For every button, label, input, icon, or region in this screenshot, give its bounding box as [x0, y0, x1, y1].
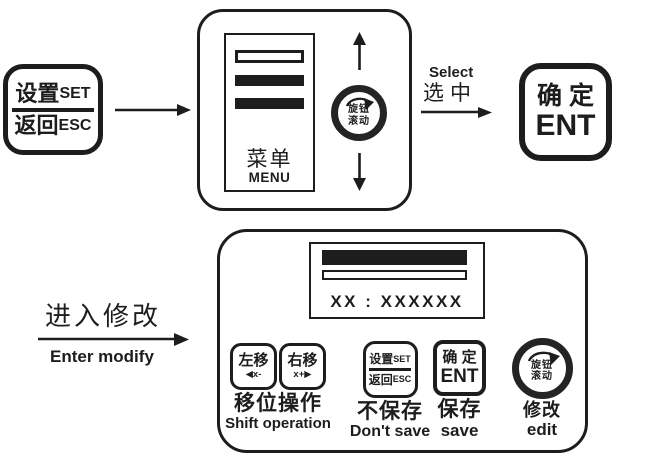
- menu-row: [235, 98, 304, 109]
- edit-panel: XX : XXXXXX 左移 ◀x- 右移 x+▶ 移位操作 Shift ope…: [217, 229, 588, 453]
- save-group: 确 定 ENT 保存 save: [430, 340, 489, 439]
- button-divider: [368, 368, 412, 371]
- enter-modify-arrow-icon: [38, 333, 189, 346]
- shift-operation-group: 左移 ◀x- 右移 x+▶ 移位操作 Shift operation: [222, 343, 334, 431]
- knob-label-line2: 滚动: [531, 371, 553, 382]
- knob-label-line2: 滚动: [348, 115, 370, 127]
- scroll-up-icon: [353, 32, 366, 70]
- enter-modify-label-en: Enter modify: [50, 347, 154, 366]
- shift-caption-cn: 移位操作: [234, 392, 322, 415]
- menu-label-en: MENU: [248, 169, 291, 185]
- esc-label-en: ESC: [392, 374, 412, 385]
- knob-label-line1: 旋钮: [348, 104, 370, 115]
- scroll-down-icon: [353, 153, 366, 191]
- ent-label-en: ENT: [440, 365, 479, 387]
- rotate-icon: [345, 97, 374, 110]
- enter-modify-step: 进入修改 Enter modify: [38, 303, 194, 365]
- shift-left-label: 左移: [238, 352, 269, 370]
- edit-caption-en: edit: [526, 420, 558, 439]
- ent-button: 确 定 ENT: [519, 63, 612, 161]
- dont-save-caption-cn: 不保存: [357, 400, 423, 423]
- display-value: XX : XXXXXX: [330, 292, 464, 311]
- dont-save-caption-en: Don't save: [349, 423, 431, 440]
- save-caption-en: save: [440, 421, 479, 440]
- shift-buttons: 左移 ◀x- 右移 x+▶: [222, 343, 334, 390]
- shift-caption-en: Shift operation: [225, 415, 331, 432]
- esc-label-en: ESC: [58, 116, 92, 134]
- set-label-en: SET: [59, 84, 91, 102]
- flow-arrow-icon: [115, 104, 191, 116]
- shift-left-button: 左移 ◀x-: [230, 343, 277, 390]
- knob-label-line1: 旋钮: [531, 359, 553, 371]
- select-arrow-icon: [421, 107, 492, 118]
- menu-row: [235, 75, 304, 86]
- ent-label-cn: 确 定: [442, 349, 477, 367]
- rotate-icon: [527, 351, 560, 365]
- knob-label: 旋钮 滚动: [531, 360, 553, 383]
- edit-knob-group: 旋钮 滚动 修改 edit: [503, 338, 581, 438]
- ent-label-cn: 确 定: [537, 82, 594, 111]
- save-caption-cn: 保存: [437, 398, 482, 421]
- knob-label: 旋钮 滚动: [348, 104, 370, 127]
- menu-row-selected: [235, 50, 304, 63]
- ent-small-button: 确 定 ENT: [433, 340, 486, 396]
- menu-panel: 菜单 MENU 旋钮 滚动: [197, 9, 412, 211]
- menu-screen-label: 菜单 MENU: [226, 149, 313, 185]
- menu-label-cn: 菜单: [246, 147, 293, 171]
- shift-right-label: 右移: [287, 352, 318, 370]
- display-bar-solid: [322, 250, 467, 265]
- select-step: Select 选中: [421, 65, 497, 121]
- edit-screen: XX : XXXXXX: [309, 242, 485, 319]
- shift-left-sub-label: ◀x-: [245, 369, 262, 381]
- menu-screen: 菜单 MENU: [224, 33, 315, 192]
- menu-knob: 旋钮 滚动: [331, 85, 387, 141]
- set-label-cn: 设置: [15, 80, 60, 106]
- enter-modify-label-cn: 进入修改: [45, 301, 162, 331]
- display-bar-outline: [322, 270, 467, 280]
- shift-right-button: 右移 x+▶: [279, 343, 326, 390]
- select-label-cn: 选中: [423, 82, 477, 105]
- esc-label-cn: 返回: [14, 112, 59, 138]
- edit-knob: 旋钮 滚动: [511, 338, 573, 399]
- set-label-en: SET: [393, 353, 411, 364]
- edit-caption-cn: 修改: [523, 400, 561, 420]
- set-label-cn: 设置: [369, 352, 394, 367]
- shift-right-sub-label: x+▶: [293, 369, 312, 381]
- button-divider: [11, 107, 95, 112]
- ent-label-en: ENT: [535, 108, 596, 142]
- esc-label-cn: 返回: [368, 372, 393, 387]
- select-label-en: Select: [429, 64, 474, 81]
